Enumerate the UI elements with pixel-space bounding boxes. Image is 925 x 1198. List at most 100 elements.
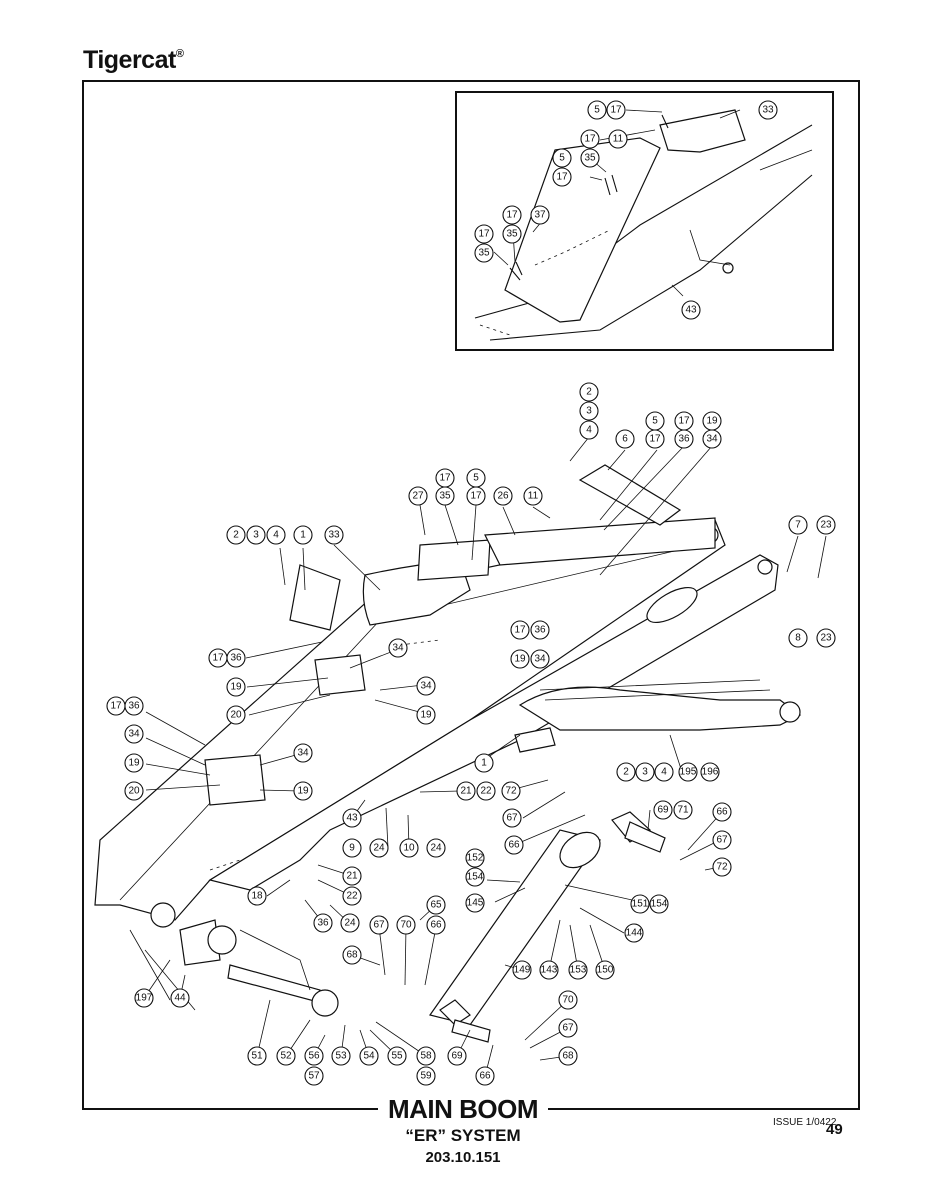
callout-number: 26 [497,491,509,502]
callout-bubble: 19 [702,411,722,431]
callout-number: 152 [467,853,484,864]
callout-bubble: 66 [504,835,524,855]
callout-bubble: 23 [816,515,836,535]
callout-bubble: 17 [606,100,626,120]
callout-bubble: 65 [426,895,446,915]
callout-bubble: 59 [416,1066,436,1086]
callout-number: 3 [642,767,648,778]
callout-number: 21 [346,871,358,882]
callout-bubble: 149 [512,960,532,980]
callout-bubble: 153 [568,960,588,980]
callout-bubble: 2 [226,525,246,545]
callout-number: 67 [506,813,518,824]
callout-bubble: 36 [124,696,144,716]
callout-bubble: 11 [608,129,628,149]
callout-bubble: 68 [558,1046,578,1066]
callout-bubble: 44 [170,988,190,1008]
frame-bottom-rule-left [82,1108,378,1110]
callout-bubble: 51 [247,1046,267,1066]
callout-bubble: 67 [558,1018,578,1038]
callout-number: 5 [594,105,600,116]
callout-number: 154 [467,872,484,883]
callout-number: 17 [506,210,518,221]
callout-bubble: 35 [502,224,522,244]
callout-number: 7 [795,520,801,531]
callout-number: 72 [505,786,517,797]
callout-bubble: 58 [416,1046,436,1066]
callout-bubble: 17 [208,648,228,668]
callout-bubble: 3 [579,401,599,421]
callout-bubble: 151 [630,894,650,914]
callout-bubble: 24 [426,838,446,858]
callout-number: 3 [586,406,592,417]
callout-number: 36 [534,625,546,636]
callout-bubble: 21 [456,781,476,801]
callout-bubble: 35 [474,243,494,263]
callout-number: 19 [706,416,718,427]
callout-number: 9 [349,843,355,854]
callout-bubble: 154 [465,867,485,887]
callout-bubble: 195 [678,762,698,782]
callout-bubble: 17 [502,205,522,225]
callout-number: 1 [481,758,487,769]
callout-number: 24 [430,843,442,854]
callout-bubble: 36 [226,648,246,668]
callout-bubble: 150 [595,960,615,980]
callout-number: 53 [335,1051,347,1062]
callout-number: 66 [430,920,442,931]
callout-bubble: 10 [399,838,419,858]
callout-number: 36 [230,653,242,664]
callout-number: 43 [346,813,358,824]
callout-number: 17 [610,105,622,116]
callout-number: 17 [514,625,526,636]
inset-callouts: 5 17 33 17 11 5 35 17 17 37 17 35 35 43 [474,100,778,320]
callout-number: 27 [412,491,424,502]
frame-bottom-rule-right [548,1108,860,1110]
callout-bubble: 43 [342,808,362,828]
callout-bubble: 56 [304,1046,324,1066]
boom-drawing [94,464,802,1043]
callout-bubble: 69 [447,1046,467,1066]
callout-bubble: 37 [530,205,550,225]
callout-number: 8 [795,633,801,644]
callout-number: 69 [657,805,669,816]
callout-bubble: 197 [134,988,154,1008]
callout-number: 34 [420,681,432,692]
callout-bubble: 71 [673,800,693,820]
callout-bubble: 67 [502,808,522,828]
callout-bubble: 144 [624,923,644,943]
callout-number: 2 [586,387,592,398]
callout-bubble: 22 [342,886,362,906]
callout-number: 4 [661,767,667,778]
callout-number: 67 [562,1023,574,1034]
document-code: 203.10.151 [425,1149,501,1166]
callout-number: 57 [308,1071,320,1082]
callout-number: 72 [716,862,728,873]
callout-number: 34 [128,729,140,740]
callout-number: 151 [632,899,649,910]
callout-number: 36 [678,434,690,445]
callout-number: 154 [651,899,668,910]
callout-bubble: 143 [539,960,559,980]
callout-number: 17 [470,491,482,502]
callout-bubble: 3 [246,525,266,545]
callout-bubble: 9 [342,838,362,858]
callout-bubble: 34 [293,743,313,763]
callout-number: 19 [128,758,140,769]
callout-number: 33 [762,105,774,116]
callout-bubble: 19 [226,677,246,697]
callout-number: 2 [623,767,629,778]
callout-number: 23 [820,520,832,531]
callout-number: 68 [346,950,358,961]
brand-name: Tigercat [83,46,176,74]
callout-number: 149 [514,965,531,976]
callout-number: 11 [528,491,539,502]
callout-number: 56 [308,1051,320,1062]
callout-number: 36 [128,701,140,712]
callout-bubble: 34 [124,724,144,744]
callout-number: 71 [677,805,689,816]
callout-bubble: 20 [124,781,144,801]
callout-bubble: 4 [266,525,286,545]
callout-number: 66 [479,1071,491,1082]
